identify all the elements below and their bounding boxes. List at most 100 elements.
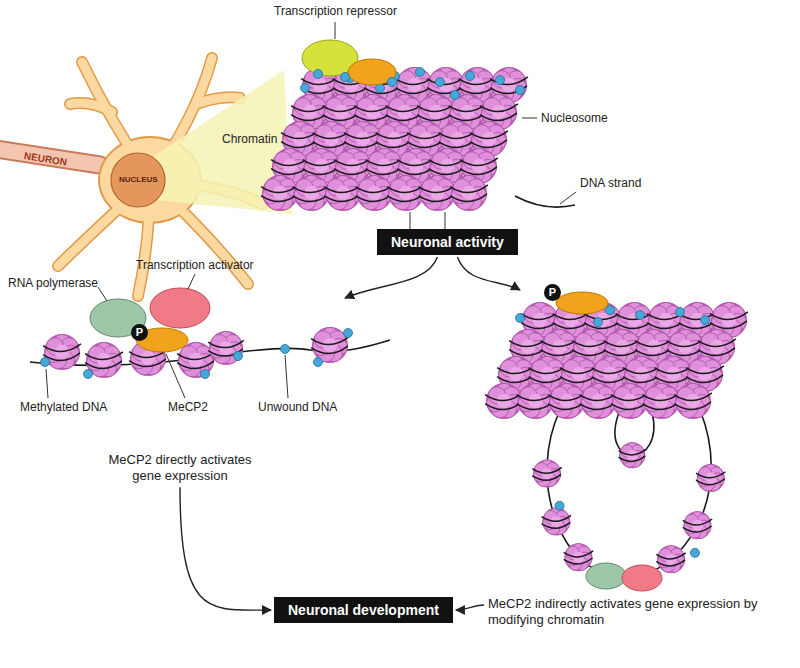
leader-line	[335, 22, 336, 39]
dna-wrap	[344, 131, 382, 139]
dna-wrap	[564, 551, 593, 557]
nucleosome-core	[619, 442, 645, 468]
dna-wrap	[396, 77, 434, 85]
part-label: Nucleosome	[541, 111, 608, 125]
dna-wrap	[208, 340, 244, 347]
nucleosome	[387, 175, 425, 211]
dna-wrap	[696, 479, 725, 485]
process-box: Neuronal activity	[377, 229, 518, 255]
dna-wrap	[623, 366, 661, 374]
leader-line	[285, 355, 288, 398]
leader-line	[46, 369, 48, 398]
dna-wrap	[647, 321, 684, 329]
dna-wrap	[683, 519, 712, 525]
flow-arrow	[456, 605, 484, 610]
methyl-dot	[344, 329, 353, 338]
dna-wrap	[313, 131, 351, 139]
nucleosome-core	[420, 175, 456, 211]
dna-wrap	[480, 113, 517, 121]
methyl-dot	[676, 308, 685, 317]
transcription-activator	[622, 565, 662, 591]
dna-wrap	[619, 456, 646, 462]
dna-wrap	[397, 167, 434, 175]
methyl-dot	[451, 91, 460, 100]
dna-wrap	[450, 185, 488, 193]
dna-wrap	[261, 185, 299, 193]
part-label: Transcription activator	[136, 258, 254, 272]
dna-wrap	[354, 113, 391, 121]
dna-wrap	[490, 86, 527, 94]
nucleosome-core	[581, 383, 617, 419]
connector-line	[410, 212, 411, 229]
mecp2	[556, 292, 608, 314]
dna-wrap	[532, 467, 561, 473]
dna-wrap	[460, 158, 498, 166]
nucleosome-core	[388, 175, 424, 211]
dna-wrap	[580, 402, 617, 410]
dna-wrap	[366, 158, 404, 166]
dna-wrap	[407, 140, 444, 148]
dna-wrap	[521, 321, 558, 329]
dna-wrap	[376, 140, 413, 148]
dna-wrap	[271, 158, 309, 166]
dna-wrap	[449, 104, 487, 112]
dna-wrap	[517, 393, 555, 401]
dna-wrap	[429, 158, 467, 166]
nucleosome	[208, 331, 244, 365]
nucleosome-core	[675, 383, 711, 419]
dna-wrap	[619, 449, 646, 455]
dna-wrap	[323, 113, 360, 121]
dna-wrap	[459, 77, 497, 85]
dna-wrap	[177, 361, 214, 369]
dna-wrap	[417, 113, 454, 121]
nucleus	[111, 153, 165, 207]
dna-wrap	[470, 131, 508, 139]
leader-line	[98, 287, 107, 301]
methyl-dot	[555, 501, 564, 510]
nucleosome	[548, 383, 586, 419]
dna-wrap	[386, 104, 424, 112]
methyl-dot	[466, 72, 475, 81]
dna-wrap	[387, 185, 425, 193]
dna-wrap	[324, 194, 361, 202]
methyl-dot	[496, 76, 505, 85]
dna-wrap	[656, 553, 685, 559]
dna-wrap	[560, 366, 598, 374]
dna-wrap	[386, 113, 423, 121]
node-text: P	[131, 324, 148, 341]
dna-wrap	[655, 366, 693, 374]
dna-wrap	[529, 375, 566, 383]
methyl-dot	[594, 318, 603, 327]
dna-wrap	[261, 194, 298, 202]
dna-wrap	[334, 158, 372, 166]
dna-wrap	[450, 194, 487, 202]
dna-wrap	[291, 104, 329, 112]
dna-wrap	[643, 402, 680, 410]
dna-wrap	[323, 104, 361, 112]
dna-wrap	[470, 140, 507, 148]
node-text: P	[544, 284, 561, 301]
dna-wrap	[439, 140, 476, 148]
dna-wrap	[572, 339, 610, 347]
nucleosome-core	[612, 383, 648, 419]
nucleosome	[611, 383, 649, 419]
dna-wrap	[419, 194, 456, 202]
dna-wrap	[177, 352, 215, 360]
flow-arrow	[180, 487, 271, 610]
process-box: Neuronal development	[274, 597, 453, 623]
dna-wrap	[667, 339, 705, 347]
nucleosome-core	[533, 460, 561, 488]
dna-wrap	[542, 522, 571, 528]
dna-wrap	[580, 393, 618, 401]
nucleosome-core	[549, 383, 585, 419]
dna-wrap	[485, 402, 522, 410]
dna-strand	[515, 196, 575, 207]
dna-wrap	[548, 393, 586, 401]
dna-wrap	[623, 375, 660, 383]
node-text: Neuronal development	[288, 601, 439, 619]
dna-wrap	[679, 321, 716, 329]
dna-wrap	[281, 140, 318, 148]
dna-wrap	[683, 526, 712, 532]
dna-wrap	[529, 366, 567, 374]
dendrite	[70, 103, 112, 112]
